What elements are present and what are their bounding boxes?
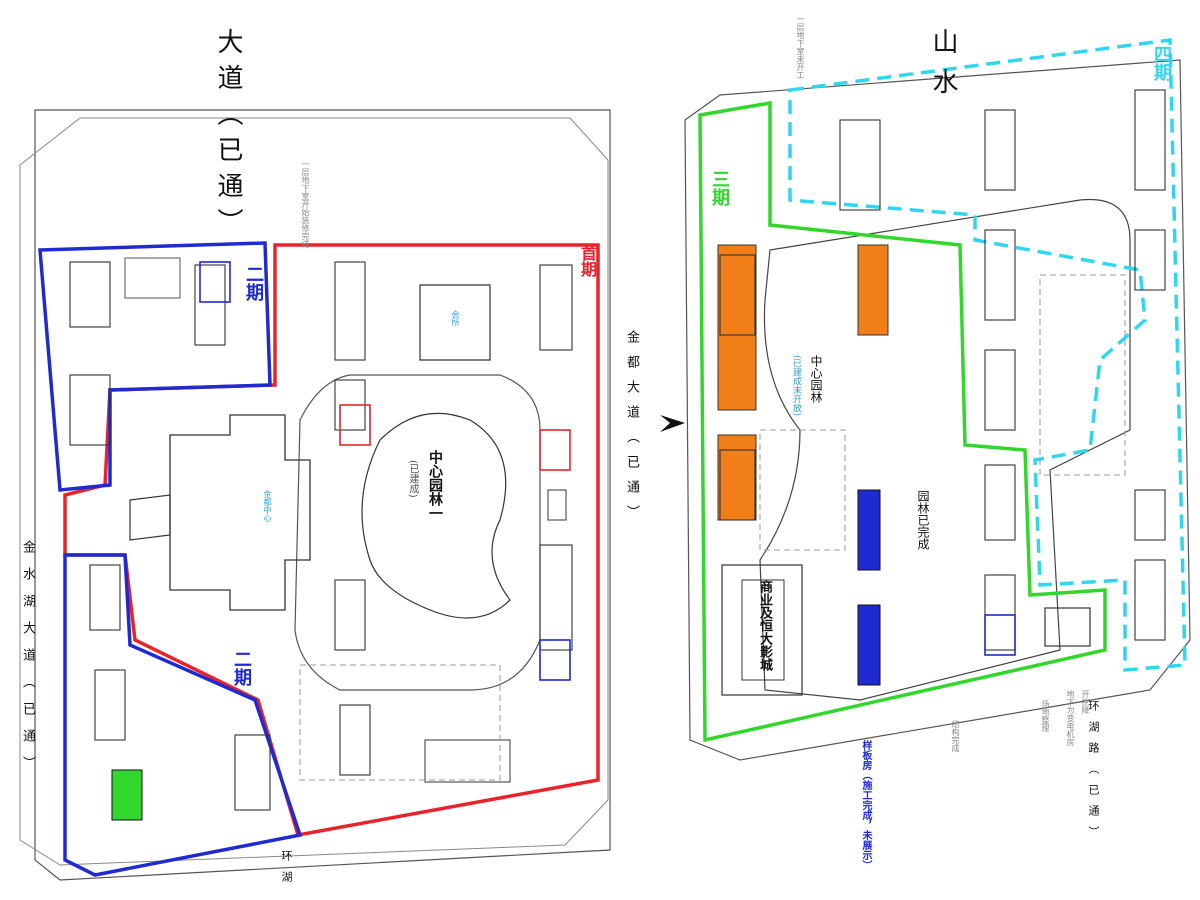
central-garden-1-label: 中心园林一: [427, 450, 443, 520]
green-tower: [111, 769, 143, 821]
central-pond: [361, 412, 511, 619]
substation-box: [1044, 607, 1091, 647]
central-ring: [294, 374, 541, 691]
phase2-label-bottom: 二期: [231, 650, 252, 686]
phase3-boundary: [698, 100, 1107, 743]
note-substation: 地下为变电机房: [1066, 690, 1075, 746]
orange-building-3: [857, 244, 889, 336]
note-clear: 场地整理: [1041, 700, 1050, 732]
garden-done-label: 园林已完成: [916, 490, 930, 550]
note-structure: 结构完成: [951, 720, 960, 752]
phase1-label: 首期: [578, 245, 597, 277]
road-label-huanhu-right: 环湖路（已通）: [1087, 700, 1100, 847]
central-garden-2-label: 中心园林: [809, 355, 823, 403]
central-garden-2-sub: (已建成未开放): [791, 355, 801, 417]
walkway: [547, 489, 567, 521]
commercial-inner: [741, 579, 785, 681]
phase4-boundary: [788, 38, 1187, 672]
phase1-boundary: [63, 243, 600, 838]
road-label-dadao: 大道（已通）: [213, 28, 243, 244]
road-label-huanhu-left: 环湖: [280, 850, 293, 892]
sample-room-label: 样板房（施工完成，未展示）: [860, 740, 871, 870]
blue-outline-tower-3: [984, 614, 1016, 656]
clubhouse-label: 会所: [451, 310, 460, 326]
tennis-court: [124, 257, 181, 299]
blue-tower-2: [857, 604, 881, 686]
blue-outline-tower-2: [539, 639, 571, 681]
commercial-building: [721, 564, 803, 696]
clubhouse-building: [419, 284, 491, 361]
note-basement-1: 一层地下室开始装修完成: [301, 160, 310, 248]
blue-outline-tower-1: [199, 261, 231, 303]
commercial-label: 商业及恒大影城: [757, 580, 772, 671]
right-dashed-zone: [1039, 274, 1126, 476]
blue-tower-1: [857, 489, 881, 571]
road-label-shanshui: 山水: [928, 28, 958, 108]
orange-building-2: [717, 434, 757, 521]
sales-center-label: 金都中心: [263, 490, 272, 522]
red-tower-2: [539, 429, 571, 471]
left-block-road: [34, 109, 611, 881]
phase3-label: 三期: [709, 170, 730, 206]
phase2-boundary-top: [38, 241, 272, 492]
red-tower-1: [339, 404, 371, 446]
phase2-boundary-bottom: [63, 553, 303, 877]
sales-center-tail: [129, 494, 171, 541]
note-basement-2: 一层地下室未开工: [796, 15, 805, 79]
note-drop: 开挖降: [1081, 690, 1090, 714]
phase2-label-top: 二期: [243, 265, 264, 301]
left-inner-road: [19, 117, 609, 866]
orange-building-long: [717, 244, 757, 411]
sales-center-building: [169, 414, 311, 611]
left-substation: [424, 739, 511, 783]
right-dashed-zone-2: [759, 429, 846, 551]
entrance-arrow-icon: [660, 415, 685, 432]
central-garden-1-sub: (已建成): [407, 460, 418, 498]
left-lower-dashed: [299, 664, 501, 781]
road-label-jinshui: 金水湖大道（已通）: [20, 540, 35, 783]
right-inner-loop: [759, 198, 1131, 701]
phase4-label: 四期: [1151, 45, 1172, 81]
road-label-jindu: 金都大道（已通）: [624, 330, 639, 530]
